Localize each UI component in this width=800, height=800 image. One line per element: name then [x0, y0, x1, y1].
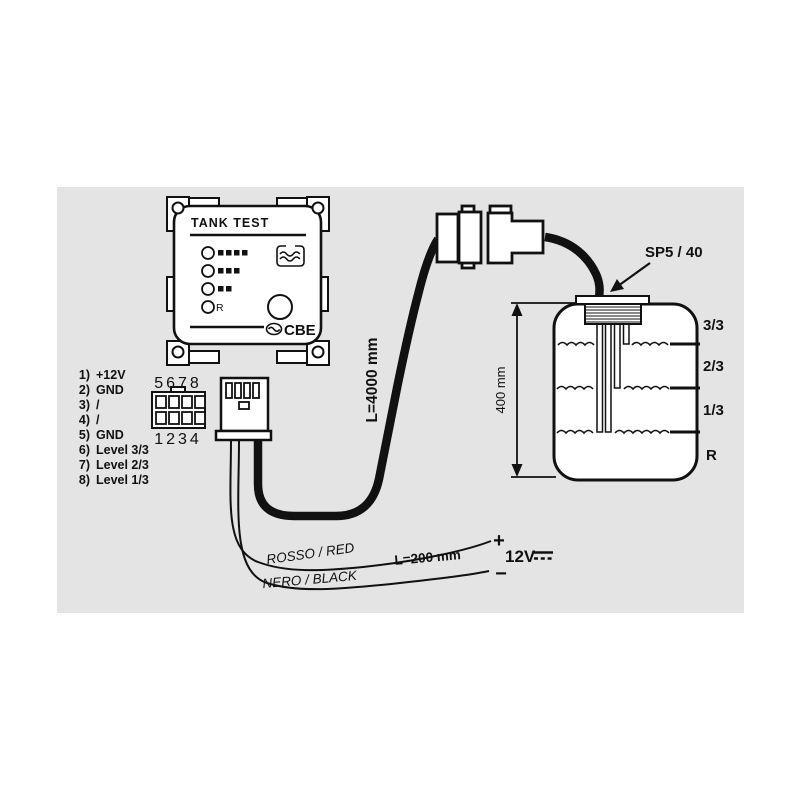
pin-num: 2)	[79, 383, 90, 397]
red-wire	[229, 439, 492, 572]
level-ticks	[670, 342, 700, 434]
pin-num: 3)	[79, 398, 90, 412]
female-connector	[435, 204, 483, 270]
pin-row-bottom: 1234	[154, 431, 202, 448]
plug-slots	[225, 382, 260, 410]
reserve-label: R	[216, 302, 224, 314]
level-label-3-3: 3/3	[703, 317, 724, 334]
cbe-wave-icon	[267, 326, 281, 333]
pin-label: /	[96, 398, 100, 412]
pin-num: 7)	[79, 458, 90, 472]
connector-pinout: 5678 1234	[151, 375, 206, 448]
led-2-3	[201, 264, 215, 278]
water-tank: 3/3 2/3 1/3 R	[552, 295, 724, 482]
black-wire	[237, 439, 490, 591]
screw-holes	[171, 201, 325, 359]
pin-label: GND	[96, 428, 124, 442]
pin-num: 5)	[79, 428, 90, 442]
test-button[interactable]	[267, 294, 293, 320]
pin-row-top: 5678	[154, 375, 202, 392]
minus-terminal: −	[495, 563, 507, 585]
pin-num: 4)	[79, 413, 90, 427]
pin-label: Level 3/3	[96, 443, 149, 457]
led-reserve	[201, 300, 215, 314]
male-connector	[486, 204, 545, 265]
tank-symbol-icon	[276, 245, 305, 267]
tank-height-label: 400 mm	[493, 367, 508, 414]
pin-legend: 1) +12V 2) GND 3) / 4) / 5) GND 6) Level 3/3 7…	[79, 368, 149, 487]
led-1-3	[201, 282, 215, 296]
pin-num: 1)	[79, 368, 90, 382]
inline-connector-pair	[435, 204, 545, 270]
level-label-1-3: 1/3	[703, 402, 724, 419]
voltage-label: 12V	[505, 547, 536, 566]
tank-test-panel: TANK TEST R CBE	[166, 196, 330, 366]
level-label-2-3: 2/3	[703, 358, 724, 375]
water-level-waves	[556, 341, 670, 435]
brand-text: CBE	[284, 322, 316, 339]
pin-num: 6)	[79, 443, 90, 457]
sensor-callout: SP5 / 40	[610, 244, 703, 292]
sensor-flange	[575, 295, 650, 305]
pin-label: /	[96, 413, 100, 427]
cbe-logo-icon	[265, 322, 283, 336]
led-3-3	[201, 246, 215, 260]
power-wires	[229, 439, 492, 591]
sensor-block-ridges	[586, 306, 640, 323]
level-labels: 3/3 2/3 1/3 R	[703, 317, 724, 464]
sensor-head	[575, 295, 650, 325]
plus-terminal: +	[493, 530, 505, 552]
wire-length-label: L=200 mm	[394, 547, 461, 568]
plug-flange	[214, 429, 273, 442]
cable-length-label: L=4000 mm	[364, 338, 381, 423]
cbe-logo: CBE	[265, 322, 316, 339]
main-cable	[253, 232, 604, 521]
sensor-model-label: SP5 / 40	[645, 244, 703, 261]
led-indicators: R	[201, 246, 248, 314]
connector-cells	[155, 395, 206, 425]
led-segment-marks	[218, 250, 248, 292]
dc-symbol	[534, 551, 553, 560]
tank-height-dimension: 400 mm	[493, 302, 578, 478]
panel-plug	[214, 376, 273, 442]
pin-label: Level 2/3	[96, 458, 149, 472]
pin-label: Level 1/3	[96, 473, 149, 487]
pin-label: GND	[96, 383, 124, 397]
pin-num: 8)	[79, 473, 90, 487]
panel-title: TANK TEST	[191, 216, 269, 230]
pin-label: +12V	[96, 368, 126, 382]
level-label-reserve: R	[706, 447, 717, 464]
